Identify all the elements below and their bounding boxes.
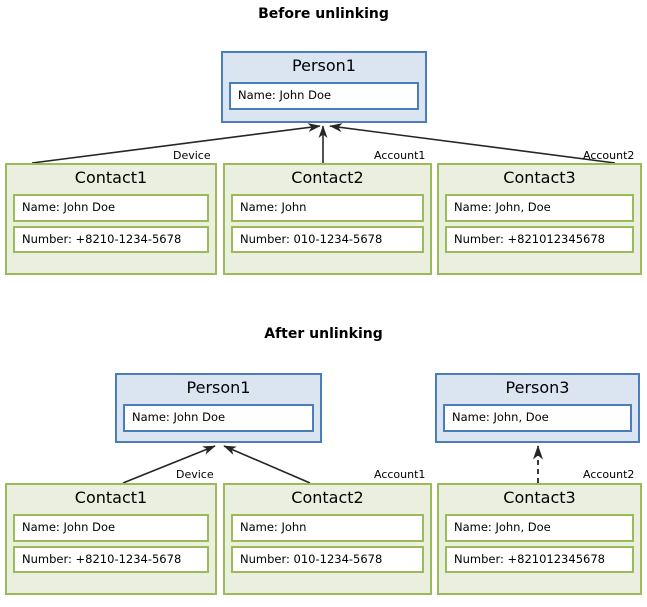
page-title-before: Before unlinking xyxy=(258,6,389,22)
field-name: Name: John Doe xyxy=(123,404,314,432)
entity-title: Contact2 xyxy=(291,168,364,187)
entity-title: Contact2 xyxy=(291,488,364,507)
entity-fields: Name: John Doe Number: +8210-1234-5678 xyxy=(7,186,215,259)
field-number: Number: 010-1234-5678 xyxy=(231,225,424,253)
edge-label-device-after: Device xyxy=(176,468,214,481)
field-number: Number: +821012345678 xyxy=(445,545,634,573)
entity-contact2-after[interactable]: Contact2 Name: John Number: 010-1234-567… xyxy=(223,483,432,595)
entity-fields: Name: John, Doe Number: +821012345678 xyxy=(439,506,640,579)
entity-person1-before[interactable]: Person1 Name: John Doe xyxy=(221,51,427,123)
field-name: Name: John, Doe xyxy=(443,404,632,432)
entity-fields: Name: John, Doe xyxy=(437,396,638,438)
page-title-after: After unlinking xyxy=(264,326,383,342)
field-name: Name: John Doe xyxy=(229,82,419,110)
entity-contact3-before[interactable]: Contact3 Name: John, Doe Number: +821012… xyxy=(437,163,642,275)
entity-fields: Name: John Number: 010-1234-5678 xyxy=(225,506,430,579)
entity-fields: Name: John Number: 010-1234-5678 xyxy=(225,186,430,259)
entity-fields: Name: John Doe xyxy=(117,396,320,438)
entity-title: Contact3 xyxy=(503,488,576,507)
field-name: Name: John xyxy=(231,514,424,542)
entity-title: Contact1 xyxy=(74,168,148,187)
entity-title: Person1 xyxy=(292,56,356,75)
field-number: Number: 010-1234-5678 xyxy=(231,545,424,573)
field-name: Name: John xyxy=(231,194,424,222)
edge-label-account2-before: Account2 xyxy=(583,149,635,162)
edge-label-account1-after: Account1 xyxy=(374,468,426,481)
entity-person1-after[interactable]: Person1 Name: John Doe xyxy=(115,373,322,443)
edge-after-account1 xyxy=(223,445,311,484)
edge-before-account2 xyxy=(329,123,616,164)
edge-label-account1-before: Account1 xyxy=(374,149,426,162)
field-number: Number: +821012345678 xyxy=(445,225,634,253)
edge-label-device-before: Device xyxy=(173,149,211,162)
entity-person3-after[interactable]: Person3 Name: John, Doe xyxy=(435,373,640,443)
field-number: Number: +8210-1234-5678 xyxy=(13,225,209,253)
entity-title: Person3 xyxy=(505,378,570,397)
entity-contact2-before[interactable]: Contact2 Name: John Number: 010-1234-567… xyxy=(223,163,432,275)
entity-title: Person1 xyxy=(186,378,251,397)
entity-title: Contact3 xyxy=(503,168,576,187)
entity-contact3-after[interactable]: Contact3 Name: John, Doe Number: +821012… xyxy=(437,483,642,595)
field-number: Number: +8210-1234-5678 xyxy=(13,545,209,573)
field-name: Name: John Doe xyxy=(13,194,209,222)
field-name: Name: John, Doe xyxy=(445,514,634,542)
entity-fields: Name: John Doe xyxy=(223,74,425,116)
entity-fields: Name: John Doe Number: +8210-1234-5678 xyxy=(7,506,215,579)
entity-contact1-after[interactable]: Contact1 Name: John Doe Number: +8210-12… xyxy=(5,483,217,595)
entity-contact1-before[interactable]: Contact1 Name: John Doe Number: +8210-12… xyxy=(5,163,217,275)
field-name: Name: John, Doe xyxy=(445,194,634,222)
field-name: Name: John Doe xyxy=(13,514,209,542)
edge-label-account2-after: Account2 xyxy=(583,468,635,481)
entity-title: Contact1 xyxy=(74,488,148,507)
entity-fields: Name: John, Doe Number: +821012345678 xyxy=(439,186,640,259)
